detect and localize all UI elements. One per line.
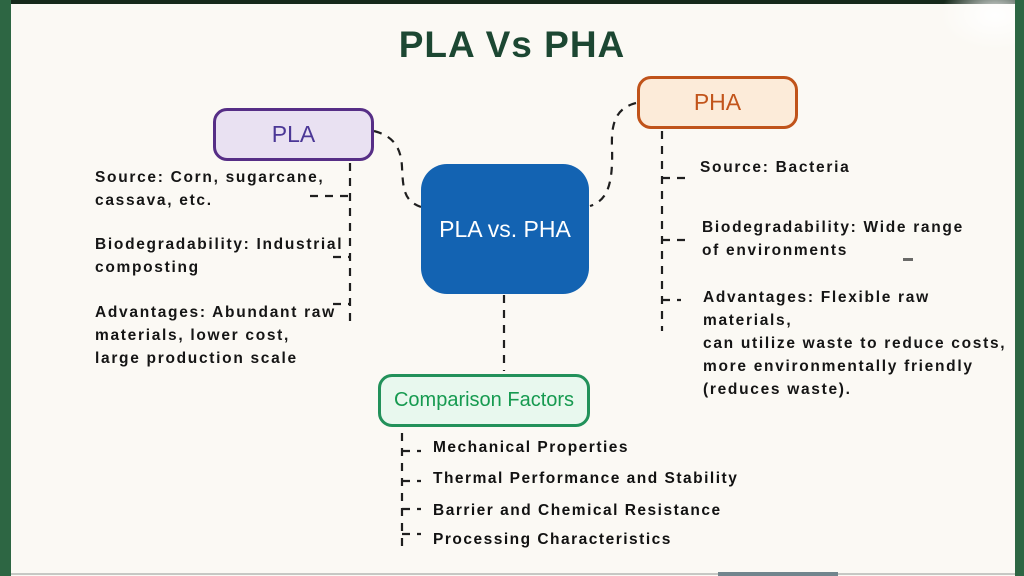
node-pla-vs-pha-label: PLA vs. PHA — [439, 215, 571, 242]
connector-pla-to-center — [373, 129, 422, 209]
frame-right-edge — [1015, 0, 1024, 576]
pla-fact-source: Source: Corn, sugarcane, cassava, etc. — [95, 169, 325, 209]
pha-fact-biodegradability: Biodegradability: Wide range of environm… — [702, 219, 964, 259]
node-comparison-factors-label: Comparison Factors — [393, 389, 575, 411]
pla-fact-advantages: Advantages: Abundant raw materials, lowe… — [95, 304, 336, 367]
comparison-factor-item: Barrier and Chemical Resistance — [433, 502, 722, 519]
node-pla-vs-pha: PLA vs. PHA — [421, 164, 589, 294]
comparison-factor-item: Processing Characteristics — [433, 531, 672, 548]
node-pha-label: PHA — [693, 89, 742, 115]
stray-dash-artifact — [903, 258, 913, 261]
frame-left-edge — [0, 0, 11, 576]
node-pla-label: PLA — [271, 121, 316, 147]
bottom-scrollbar-fragment — [718, 572, 838, 576]
pla-fact-biodegradability: Biodegradability: Industrial composting — [95, 236, 344, 276]
node-comparison-factors: Comparison Factors — [378, 374, 590, 427]
frame-top-edge — [0, 0, 1024, 4]
pha-fact-source: Source: Bacteria — [700, 159, 851, 176]
pha-fact-advantages: Advantages: Flexible raw materials, can … — [703, 289, 1007, 398]
corner-light-artifact — [940, 0, 1024, 50]
comparison-factor-item: Thermal Performance and Stability — [433, 470, 739, 487]
page-title: PLA Vs PHA — [398, 24, 626, 65]
node-pla: PLA — [213, 108, 374, 161]
node-pha: PHA — [637, 76, 798, 129]
bottom-hairline — [11, 573, 1015, 575]
comparison-factor-item: Mechanical Properties — [433, 439, 630, 456]
connector-pha-to-center — [589, 101, 637, 208]
